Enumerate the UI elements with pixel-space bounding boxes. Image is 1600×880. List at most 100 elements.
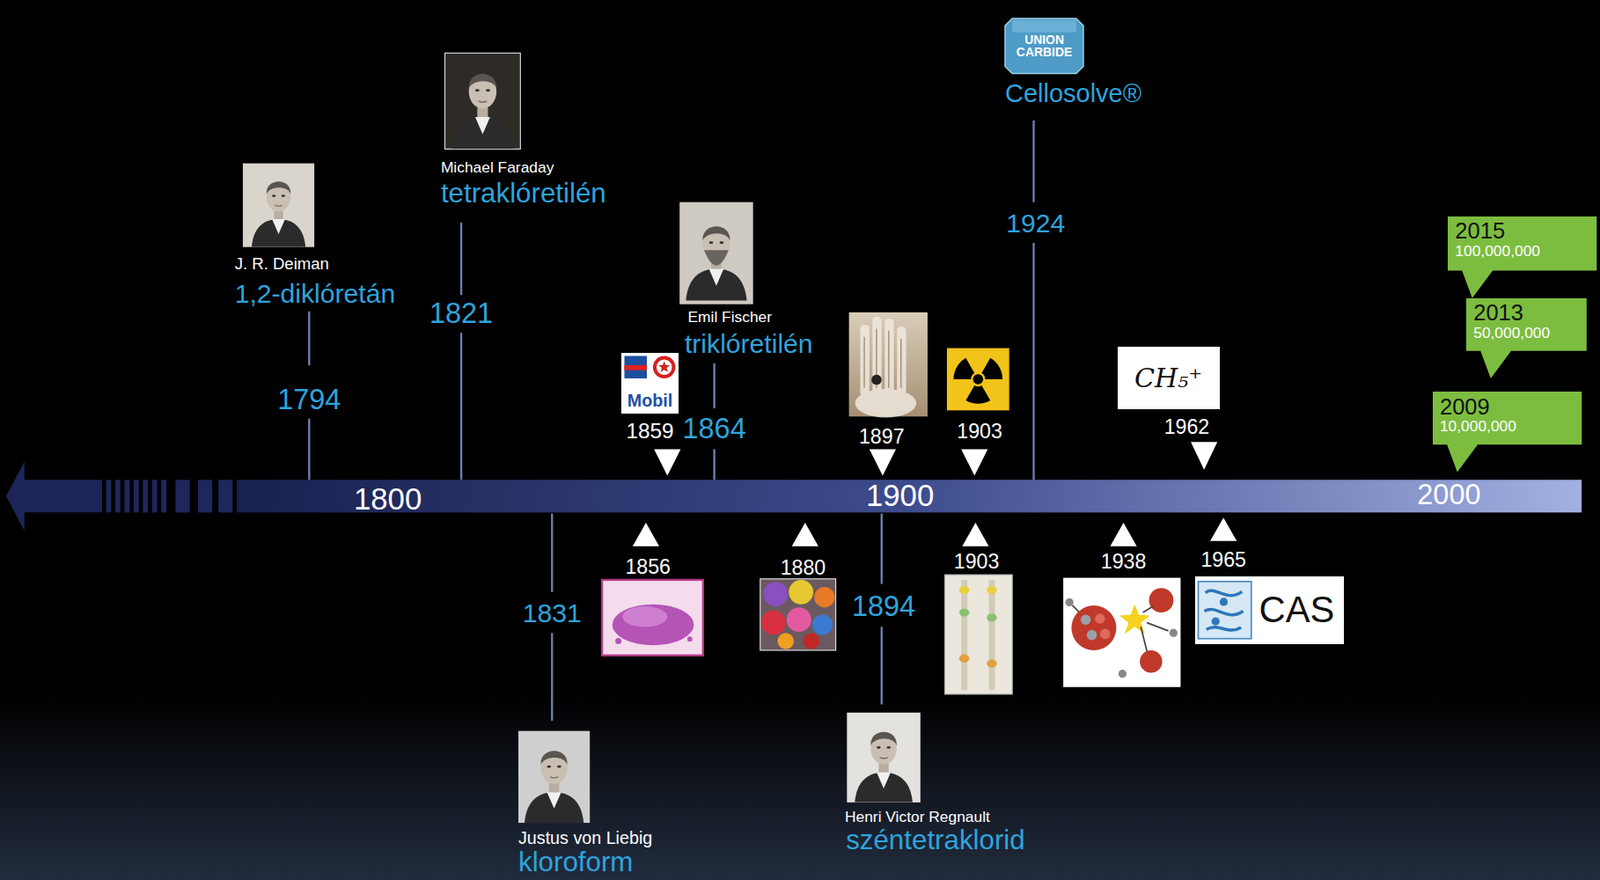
fission-picture: [1064, 598, 1073, 607]
year-label: 1880: [780, 557, 827, 579]
chromatography-picture: [959, 586, 970, 595]
dye-picture: [760, 579, 837, 651]
xray-picture: [900, 338, 902, 389]
mobil-shape: [624, 356, 648, 380]
dye-picture: [777, 632, 794, 650]
product-name: Cellosolve®: [1005, 80, 1142, 107]
badge-shape: [1012, 20, 1077, 33]
time-axis: [175, 479, 190, 513]
mauveine-picture: [601, 579, 704, 656]
year-label: 1903: [954, 551, 1000, 573]
event-marker: [869, 448, 896, 476]
year-label: 1864: [682, 414, 746, 443]
fission-picture: [1080, 614, 1092, 625]
portrait: [242, 52, 921, 823]
portrait: [445, 52, 522, 149]
portrait: [704, 249, 729, 265]
fission-picture: [1100, 629, 1111, 640]
node-title: UNION CARBIDE: [1009, 33, 1080, 59]
chromatography-picture: [986, 586, 998, 595]
event-marker: [961, 522, 989, 547]
event-marker: [961, 448, 988, 476]
event-marker: [653, 448, 681, 476]
year-label: 1831: [522, 600, 582, 627]
cas-shape: [1197, 581, 1251, 639]
fission-picture: [1143, 606, 1154, 613]
chromatography-picture: [961, 579, 968, 690]
time-axis: [115, 479, 121, 513]
year-label: 1965: [1200, 550, 1247, 571]
node-value: 100,000,000: [1454, 242, 1541, 259]
compound-name: tetraklóretilén: [440, 179, 607, 207]
leader-line: [308, 120, 1034, 721]
xray-picture: [888, 330, 889, 389]
cas-shape: [1219, 597, 1228, 606]
time-axis: [6, 461, 1582, 531]
node-title: CAS: [1259, 590, 1336, 630]
callout-shape: [1432, 391, 1582, 473]
cas-shape: [1197, 581, 1251, 639]
leader-line: [550, 513, 553, 593]
time-axis: [106, 479, 112, 513]
portrait: [685, 226, 747, 301]
portrait: [679, 202, 753, 305]
xray-picture: [864, 329, 902, 389]
fission-picture: [1063, 578, 1181, 688]
person-name: Emil Fischer: [687, 309, 772, 325]
chromatography-picture: [988, 579, 995, 690]
callout-shape: [1466, 298, 1587, 379]
time-axis: [133, 479, 140, 513]
node-title: 2015: [1454, 219, 1505, 243]
time-axis: [142, 479, 148, 513]
radiation-symbol: [973, 374, 984, 385]
chromatography-picture: [959, 654, 970, 663]
year-label: 1821: [429, 299, 493, 328]
xray-picture: [871, 374, 882, 386]
person-name: J. R. Deiman: [234, 256, 330, 273]
portrait: [518, 731, 590, 823]
year-label: 1794: [277, 385, 341, 414]
portrait: [251, 181, 306, 248]
dye-picture: [760, 579, 837, 651]
fission-picture: [1094, 613, 1106, 624]
count-callout: 201350,000,000: [1466, 298, 1587, 352]
leader-line: [308, 311, 310, 366]
time-axis: [152, 479, 158, 513]
compound-name: 1,2-diklóretán: [234, 280, 397, 308]
count-callout: 2015100,000,000: [1447, 216, 1597, 271]
compound-name: kloroform: [518, 848, 633, 876]
time-axis: [198, 479, 213, 513]
cas-logo: CAS: [1195, 576, 1344, 645]
axis-year: 1900: [866, 480, 934, 512]
leader-line: [880, 626, 883, 705]
dye-picture: [786, 607, 812, 632]
year-label: 1924: [1005, 210, 1065, 237]
node-title: 2013: [1473, 300, 1524, 325]
xray-picture: [859, 324, 869, 397]
fission-picture: [1149, 587, 1175, 613]
fission-picture: [1071, 605, 1116, 651]
axis-year: 1800: [353, 484, 422, 515]
leader-line: [460, 332, 463, 480]
fission-picture: [1146, 623, 1168, 632]
formula-box: CH₅⁺: [1117, 346, 1220, 410]
dye-picture: [802, 632, 820, 650]
year-label: 1897: [858, 426, 905, 448]
mobil-shape: [624, 356, 676, 380]
dye-picture: [814, 587, 835, 608]
fission-picture: [1063, 578, 1181, 688]
event-marker: [632, 522, 660, 547]
leader-line: [550, 632, 553, 721]
badge-shape: [1005, 18, 1084, 74]
mobil-shape: [658, 360, 670, 373]
leader-line: [460, 222, 463, 295]
dye-picture: [812, 614, 833, 635]
chromatography-picture: [959, 608, 970, 617]
mobil-shape: [624, 365, 648, 371]
year-label: 1894: [851, 592, 916, 621]
time-axis: [161, 479, 167, 513]
fission-picture: [1072, 605, 1080, 613]
event-marker: [1109, 522, 1137, 547]
dye-picture: [788, 579, 814, 605]
